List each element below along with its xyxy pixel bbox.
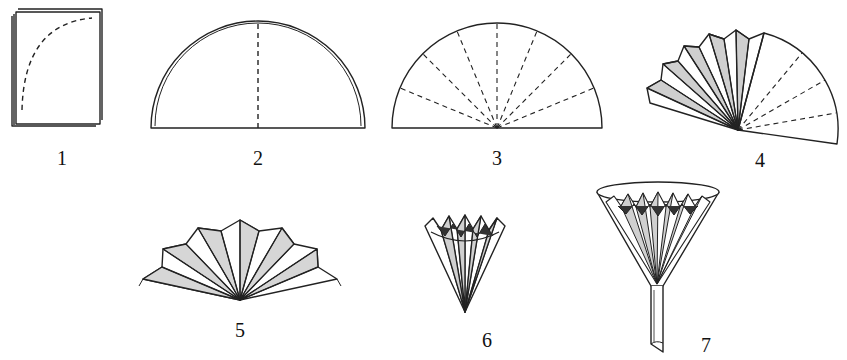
callout-number: 2 [253,148,263,168]
callout-number: 4 [755,150,765,170]
pleated-cone [425,215,505,312]
callout-number: 6 [482,330,492,350]
callout-number: 7 [701,335,711,355]
half-circle-fold [151,21,365,128]
half-circle-creases [392,23,602,128]
callout-number: 1 [57,148,67,168]
pleated-fan [139,220,341,300]
funnel-with-filter [597,182,719,352]
folded-square [12,9,102,126]
partly-pleated-paper [647,30,838,144]
callout-number: 5 [235,320,245,340]
callout-number: 3 [492,148,502,168]
